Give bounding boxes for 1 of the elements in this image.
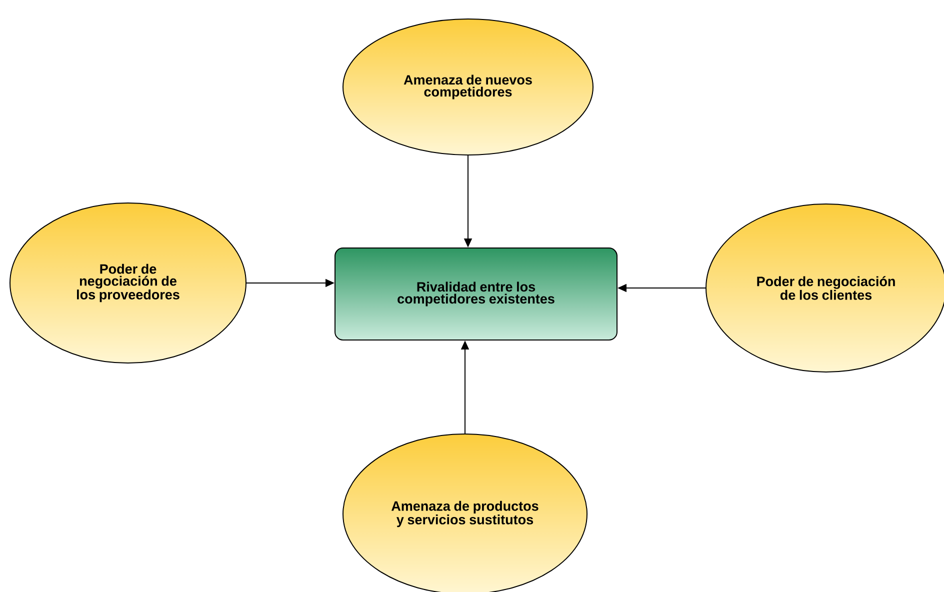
central-box: Rivalidad entre los competidores existentes <box>334 248 618 340</box>
